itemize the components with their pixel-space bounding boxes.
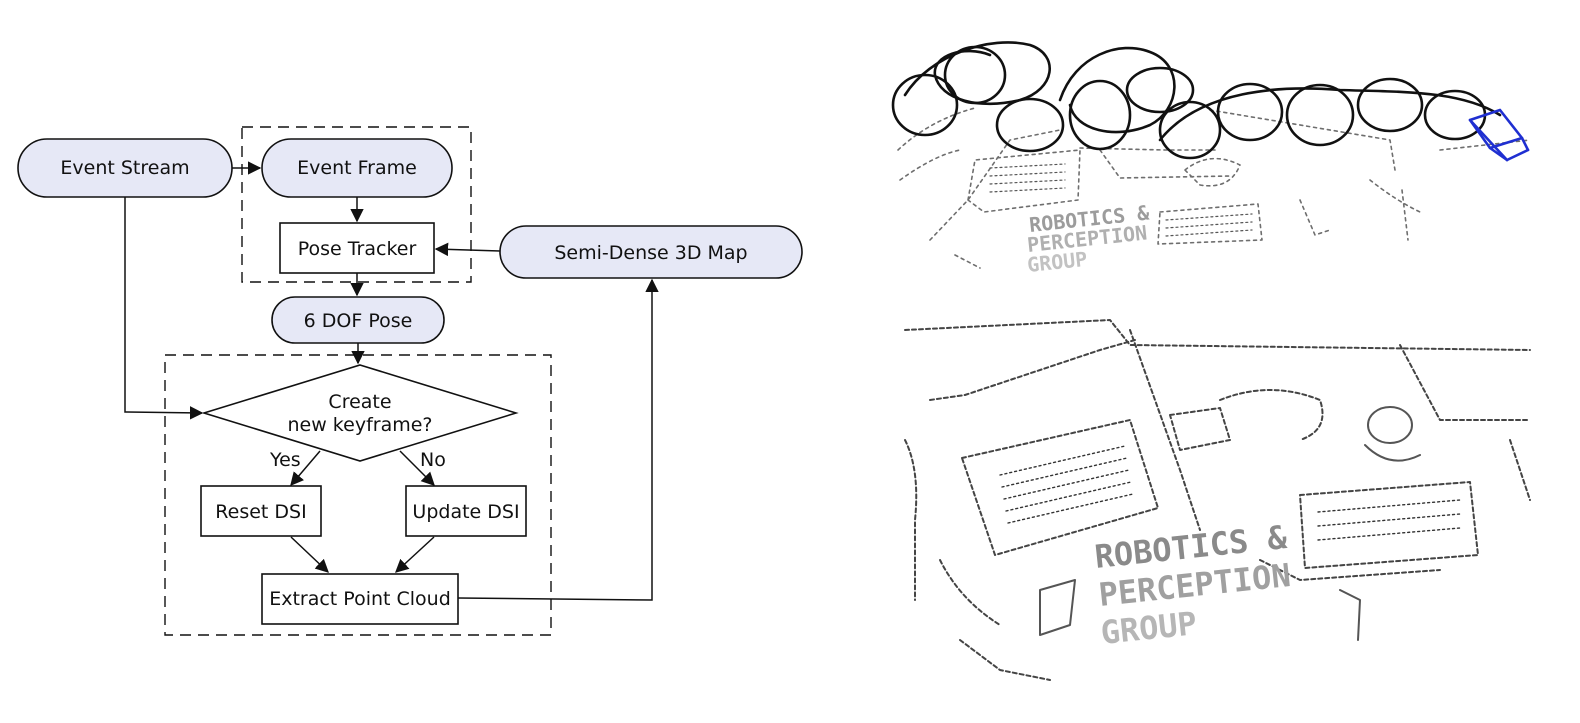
event-frame-node[interactable]: Event Frame	[261, 138, 453, 198]
reset-dsi-node[interactable]: Reset DSI	[200, 485, 322, 537]
event-frame-label: Event Frame	[297, 157, 417, 179]
camera-frustum-icon	[1468, 108, 1530, 162]
semi-dense-map-label: Semi-Dense 3D Map	[554, 242, 747, 264]
edge-map-to-tracker	[434, 242, 501, 257]
semi-dense-map-node[interactable]: Semi-Dense 3D Map	[499, 225, 803, 279]
flowchart-edges	[124, 161, 659, 601]
edge-reset-to-extract	[290, 536, 329, 573]
update-dsi-node[interactable]: Update DSI	[405, 485, 527, 537]
event-stream-label: Event Stream	[60, 157, 189, 179]
bottom-point-cloud	[904, 319, 1531, 681]
edge-decision-to-reset	[290, 450, 321, 487]
pose-tracker-node[interactable]: Pose Tracker	[279, 222, 435, 274]
mapping-group-box	[164, 354, 552, 636]
keyframe-decision-node[interactable]: Create new keyframe?	[201, 364, 519, 462]
flowchart: Event Stream Event Frame Pose Tracker Se…	[17, 126, 803, 636]
pose-tracker-label: Pose Tracker	[298, 238, 417, 260]
dof-pose-label: 6 DOF Pose	[304, 310, 413, 332]
decision-label-line1: Create	[328, 391, 391, 413]
event-stream-node[interactable]: Event Stream	[17, 138, 233, 198]
camera-trajectory	[891, 41, 1502, 160]
reset-dsi-label: Reset DSI	[215, 501, 306, 523]
top-keyboard-dots	[989, 163, 1253, 237]
bottom-logo: ROBOTICS & PERCEPTION GROUP	[1093, 518, 1293, 652]
yes-edge-label: Yes	[269, 449, 301, 471]
edge-extract-to-map	[457, 278, 659, 601]
decision-label-line2: new keyframe?	[288, 414, 433, 436]
top-reconstruction-image: ROBOTICS & PERCEPTION GROUP	[891, 41, 1531, 277]
extract-point-cloud-node[interactable]: Extract Point Cloud	[261, 573, 459, 625]
no-edge-label: No	[420, 449, 446, 471]
top-logo-line3: GROUP	[1026, 247, 1088, 277]
tracking-group-box	[241, 126, 472, 283]
update-dsi-label: Update DSI	[412, 501, 519, 523]
edge-stream-to-decision	[124, 197, 204, 420]
bottom-headset-sketch	[1039, 406, 1421, 641]
bottom-keyboard-dots	[999, 445, 1461, 541]
extract-point-cloud-label: Extract Point Cloud	[269, 588, 451, 610]
bottom-reconstruction-image: ROBOTICS & PERCEPTION GROUP	[904, 319, 1531, 681]
top-logo: ROBOTICS & PERCEPTION GROUP	[1026, 200, 1151, 277]
edge-decision-to-update	[399, 450, 435, 486]
dof-pose-node[interactable]: 6 DOF Pose	[271, 296, 445, 344]
edge-update-to-extract	[395, 536, 435, 573]
